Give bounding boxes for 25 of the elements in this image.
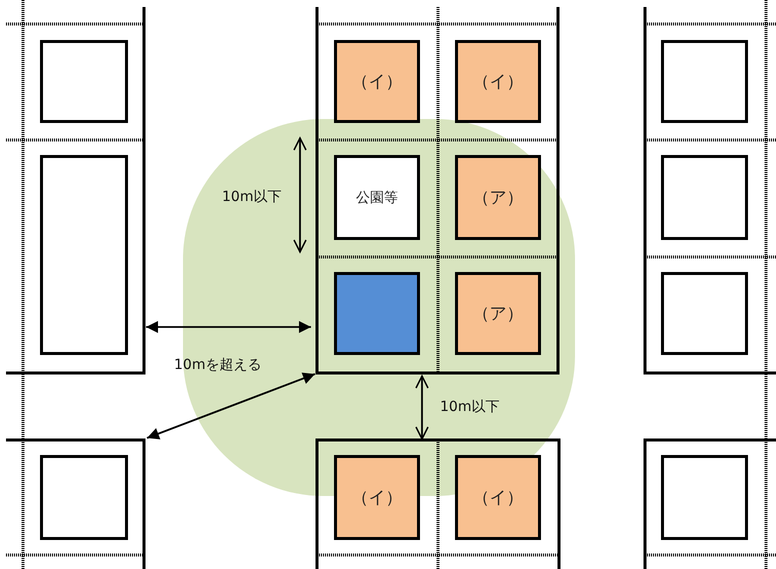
lot-box bbox=[334, 155, 420, 240]
lot-box bbox=[455, 455, 541, 540]
lot-label: （イ） bbox=[352, 71, 402, 93]
lot-box bbox=[334, 40, 420, 123]
lot-label: （イ） bbox=[352, 487, 402, 509]
lot-box bbox=[661, 272, 748, 355]
lot-box bbox=[661, 40, 748, 123]
lot-label: （ア） bbox=[472, 303, 524, 325]
lot-box bbox=[40, 455, 128, 540]
dimension-label: 10m以下 bbox=[222, 188, 282, 206]
lot-label: （イ） bbox=[472, 71, 524, 93]
lot-box bbox=[334, 455, 420, 540]
lot-box bbox=[455, 40, 541, 123]
lot-label: 公園等 bbox=[356, 188, 398, 206]
lot-label: （イ） bbox=[472, 487, 524, 509]
lot-box bbox=[661, 455, 748, 540]
lot-box bbox=[40, 155, 128, 355]
lot-box bbox=[334, 272, 420, 355]
dimension-label: 10mを超える bbox=[174, 356, 262, 374]
lot-box bbox=[455, 155, 541, 240]
dimension-label: 10m以下 bbox=[440, 398, 500, 416]
lot-box bbox=[661, 155, 748, 240]
lot-label: （ア） bbox=[472, 187, 524, 209]
lot-box bbox=[40, 40, 128, 123]
lot-box bbox=[455, 272, 541, 355]
